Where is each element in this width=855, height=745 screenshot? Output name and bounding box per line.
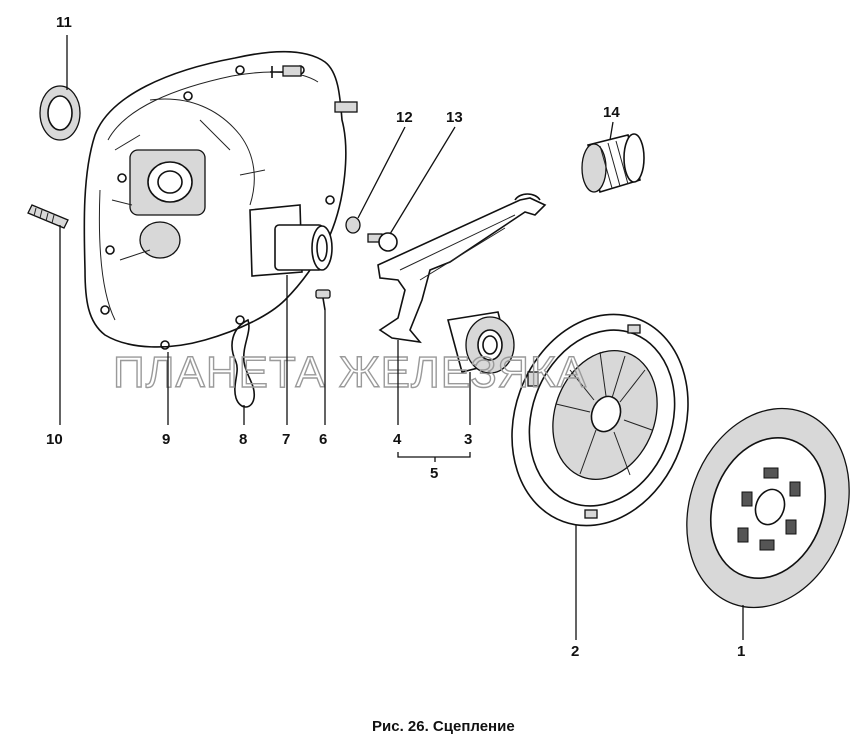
oil-seal bbox=[39, 85, 81, 141]
release-fork bbox=[377, 193, 547, 344]
part-label-10: 10 bbox=[46, 431, 63, 448]
pressure-plate bbox=[511, 313, 689, 527]
part-label-4: 4 bbox=[393, 431, 402, 448]
leader-lines bbox=[59, 35, 744, 640]
washer bbox=[345, 216, 361, 234]
part-label-9: 9 bbox=[162, 431, 170, 448]
part-label-13: 13 bbox=[446, 109, 463, 126]
part-label-11: 11 bbox=[56, 14, 72, 31]
clutch-disc bbox=[686, 407, 850, 609]
part-label-12: 12 bbox=[396, 109, 413, 126]
bolt bbox=[315, 289, 331, 311]
part-label-6: 6 bbox=[319, 431, 327, 448]
pivot-bolt bbox=[367, 232, 398, 252]
part-label-14: 14 bbox=[603, 104, 620, 121]
part-label-5: 5 bbox=[430, 465, 438, 482]
part-label-7: 7 bbox=[282, 431, 290, 448]
part-label-3: 3 bbox=[464, 431, 472, 448]
stud bbox=[27, 204, 69, 229]
figure-caption: Рис. 26. Сцепление bbox=[372, 718, 515, 735]
guide-tube bbox=[249, 204, 333, 277]
part-label-8: 8 bbox=[239, 431, 247, 448]
wire-retainer bbox=[231, 318, 256, 408]
watermark: ПЛАНЕТА ЖЕЛЕЗЯКА bbox=[113, 348, 587, 397]
sleeve bbox=[581, 133, 645, 194]
release-bearing bbox=[446, 311, 515, 374]
part-label-1: 1 bbox=[737, 643, 745, 660]
clutch-housing bbox=[83, 50, 358, 350]
part-label-2: 2 bbox=[571, 643, 579, 660]
